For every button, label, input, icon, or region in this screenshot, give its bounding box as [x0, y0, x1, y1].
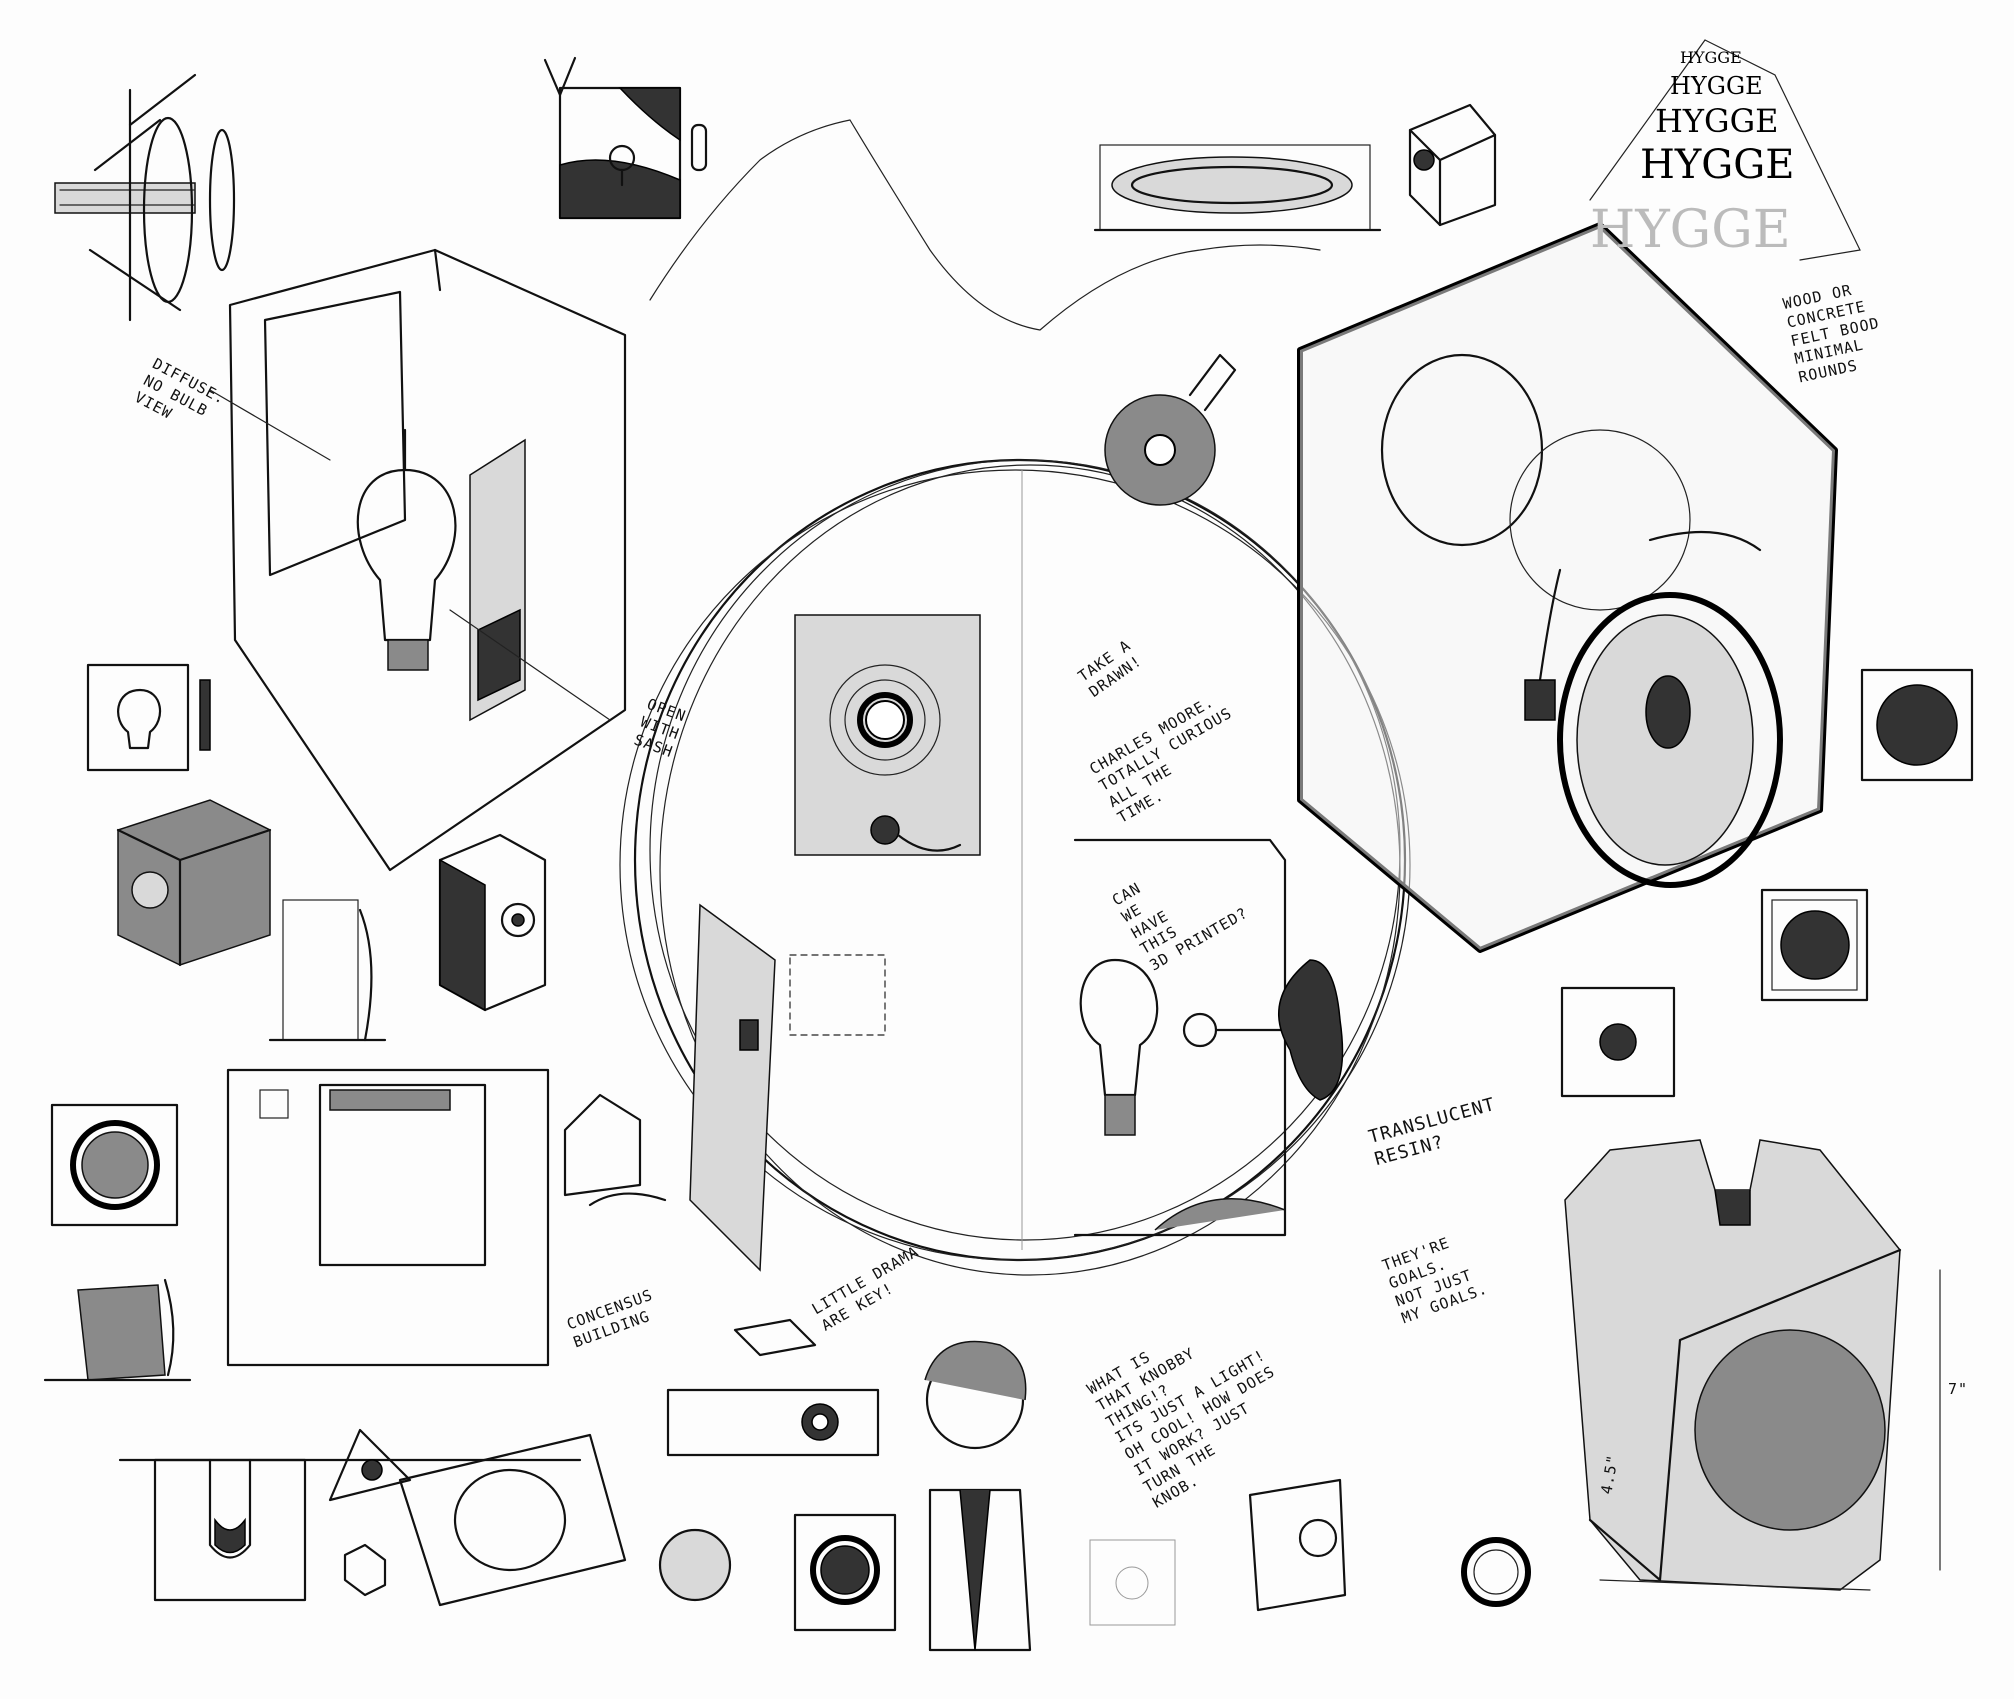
- panel-sketch-left: [268, 899, 387, 1042]
- mountain-outline: [649, 119, 1321, 331]
- tile-right-1: [1860, 668, 1974, 782]
- ring-tile-bottom: [793, 1513, 897, 1632]
- notched-block-sketch: [1564, 1139, 1941, 1591]
- hygge-5: HYGGE: [1590, 200, 1791, 260]
- hygge-2: HYGGE: [1670, 72, 1763, 100]
- note-materials: WOOD OR CONCRETE FELT BOOD MINIMAL ROUND…: [1781, 280, 1882, 387]
- hygge-triangle-left: [1589, 39, 1706, 201]
- ring-bottom: [1461, 1537, 1531, 1607]
- cube-knob-sketch: [1408, 103, 1497, 227]
- hygge-triangle: [1704, 39, 1861, 261]
- textured-disc: [658, 1528, 732, 1602]
- faint-tile-bottom: [1089, 1539, 1176, 1626]
- hygge-3: HYGGE: [1655, 102, 1779, 140]
- ring-knob-sketch: [1104, 353, 1237, 506]
- hygge-4: HYGGE: [1640, 142, 1795, 188]
- tile-right-3: [1560, 986, 1676, 1098]
- hygge-1: HYGGE: [1680, 48, 1742, 67]
- triangle-knob-sketch: [328, 1428, 412, 1502]
- plan-sketch: [226, 1068, 550, 1367]
- person-sketch: [924, 1340, 1032, 1652]
- tile-right-2: [1760, 888, 1869, 1002]
- shaded-cube-left: [116, 799, 272, 967]
- speaker-box-left: [438, 833, 547, 1012]
- house-shape-sketch: [563, 1093, 667, 1207]
- box-opening-bottom: [398, 1433, 627, 1607]
- framed-lamp-sketch: [543, 56, 708, 220]
- tall-speaker-bottom: [1248, 1478, 1347, 1612]
- bench-knob-sketch: [666, 1318, 880, 1457]
- box-bulb-sketch: [209, 248, 627, 872]
- capsule-light-sketch: [1093, 144, 1382, 232]
- slot-tile-bottom: [118, 1458, 582, 1602]
- small-bulb-tile: [86, 663, 211, 772]
- tilted-panel-left: [43, 1278, 192, 1382]
- round-tile-left: [50, 1103, 179, 1227]
- hexagon-light-sketch: [1297, 222, 1838, 953]
- dimension-height: 7": [1948, 1380, 1969, 1398]
- cube-small-bottom: [343, 1543, 387, 1597]
- bolt-sketch: [54, 73, 236, 322]
- central-circle-sketch: [619, 458, 1411, 1276]
